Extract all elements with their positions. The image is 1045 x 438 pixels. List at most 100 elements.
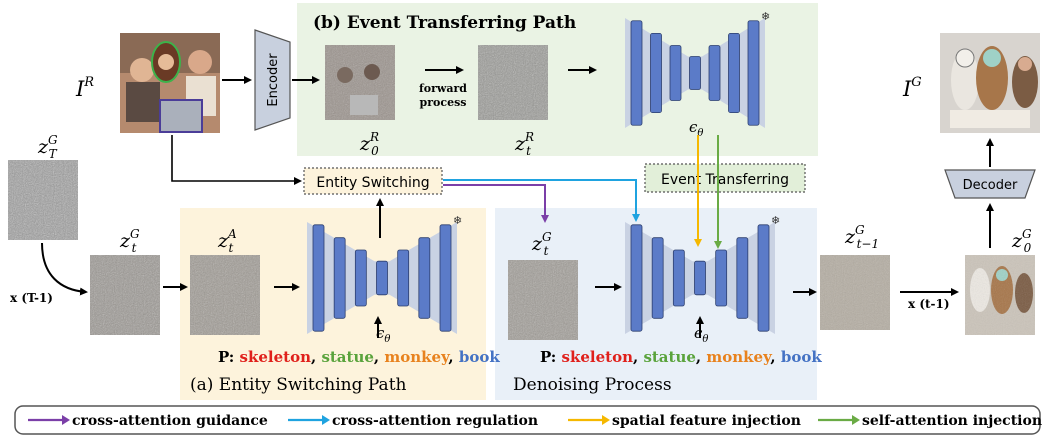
loop-right-label: x (t-1) [908, 297, 950, 311]
prompt-separator: , [770, 348, 780, 366]
denoising-title: Denoising Process [513, 375, 672, 395]
unet-block [694, 260, 706, 296]
legend-item: cross-attention regulation [288, 413, 538, 429]
legend-arrowhead [602, 415, 610, 425]
forward-label-2: process [420, 96, 467, 109]
i-g-label: IG [902, 75, 922, 101]
legend-box [14, 405, 1041, 435]
legend-item: self-attention injection [818, 413, 1042, 429]
unet-block [418, 237, 431, 319]
decoder-block [944, 169, 1036, 199]
latent-zT-g [8, 160, 78, 240]
latent-zt-a [190, 255, 260, 335]
loop-left-label: x (T-1) [10, 291, 53, 305]
unet-block [747, 20, 760, 126]
entity-switching-label: Entity Switching [316, 175, 429, 191]
latent-z0-g [965, 255, 1035, 335]
event-transferring-label: Event Transferring [661, 172, 789, 188]
unet-block [715, 249, 728, 307]
latent-zt-g-denoise [508, 260, 578, 340]
prompt-word: skeleton [240, 348, 312, 366]
entity-path-title: (a) Entity Switching Path [190, 375, 407, 395]
unet-event: ϵθ ❄ [625, 10, 770, 139]
legend-label: self-attention injection [862, 413, 1042, 429]
entity-switching-box [303, 167, 443, 195]
arrow-ir-entity-switching [171, 135, 302, 185]
unet-block [736, 237, 749, 319]
unet-block [439, 224, 452, 332]
unet-block [354, 249, 367, 307]
prompt-word: skeleton [562, 348, 634, 366]
unet-block [312, 224, 325, 332]
prompt-entity: P: skeleton, statue, monkey, book [218, 348, 500, 366]
legend-arrowhead [62, 415, 70, 425]
arrow-cross-attention-regulation [443, 179, 640, 222]
decoder-label: Decoder [963, 178, 1018, 193]
legend-item: spatial feature injection [568, 413, 801, 429]
forward-label-1: forward [419, 82, 467, 95]
legend-arrowhead [852, 415, 860, 425]
legend-label: cross-attention regulation [332, 413, 538, 429]
prompt-word: statue [321, 348, 373, 366]
prompt-separator: , [374, 348, 384, 366]
i-r-label: IR [75, 75, 94, 101]
prompt-word: book [781, 348, 822, 366]
reference-image [120, 33, 220, 133]
latent-ztm1-g [820, 255, 890, 330]
unet-block [651, 237, 664, 319]
unet-block [757, 224, 770, 332]
snowflake-icon: ❄ [453, 214, 462, 227]
legend-label: cross-attention guidance [72, 413, 268, 429]
prompt-word: monkey [706, 348, 773, 366]
unet-block [650, 33, 662, 113]
snowflake-icon: ❄ [761, 10, 770, 23]
unet-block [672, 249, 685, 307]
prompt-separator: , [311, 348, 321, 366]
prompt-separator: , [696, 348, 706, 366]
event-transferring-box [644, 163, 806, 193]
unet-block [333, 237, 346, 319]
latent-zt-r [478, 45, 548, 120]
unet-denoise: ϵθ ❄ [625, 214, 780, 345]
unet-block [689, 56, 701, 90]
arrow-loop-left [41, 242, 88, 296]
unet-block [669, 45, 682, 101]
legend-item: cross-attention guidance [28, 413, 268, 429]
prompt-prefix: P: [218, 348, 240, 366]
event-path-title: (b) Event Transferring Path [313, 13, 576, 33]
latent-z0-r [325, 45, 395, 120]
encoder-label: Encoder [266, 53, 281, 107]
legend-arrowhead [322, 415, 330, 425]
unet-block [397, 249, 410, 307]
epsilon-theta-label: ϵθ [689, 118, 703, 139]
latent-zt-g-left [90, 255, 160, 335]
legend-label: spatial feature injection [612, 413, 801, 429]
prompt-denoise: P: skeleton, statue, monkey, book [540, 348, 822, 366]
prompt-prefix: P: [540, 348, 562, 366]
prompt-separator: , [633, 348, 643, 366]
prompt-word: monkey [384, 348, 451, 366]
legend: cross-attention guidance cross-attention … [28, 413, 1042, 429]
unet-block [708, 45, 721, 101]
encoder-block [254, 29, 291, 131]
epsilon-theta-label: ϵθ [376, 324, 390, 345]
unet-block [728, 33, 740, 113]
unet-entity: ϵθ ❄ [307, 214, 462, 345]
epsilon-theta-label: ϵθ [694, 324, 708, 345]
unet-block [376, 260, 388, 296]
prompt-separator: , [448, 348, 458, 366]
unet-block [630, 224, 643, 332]
snowflake-icon: ❄ [771, 214, 780, 227]
prompt-word: book [459, 348, 500, 366]
unet-block [630, 20, 643, 126]
prompt-word: statue [643, 348, 695, 366]
